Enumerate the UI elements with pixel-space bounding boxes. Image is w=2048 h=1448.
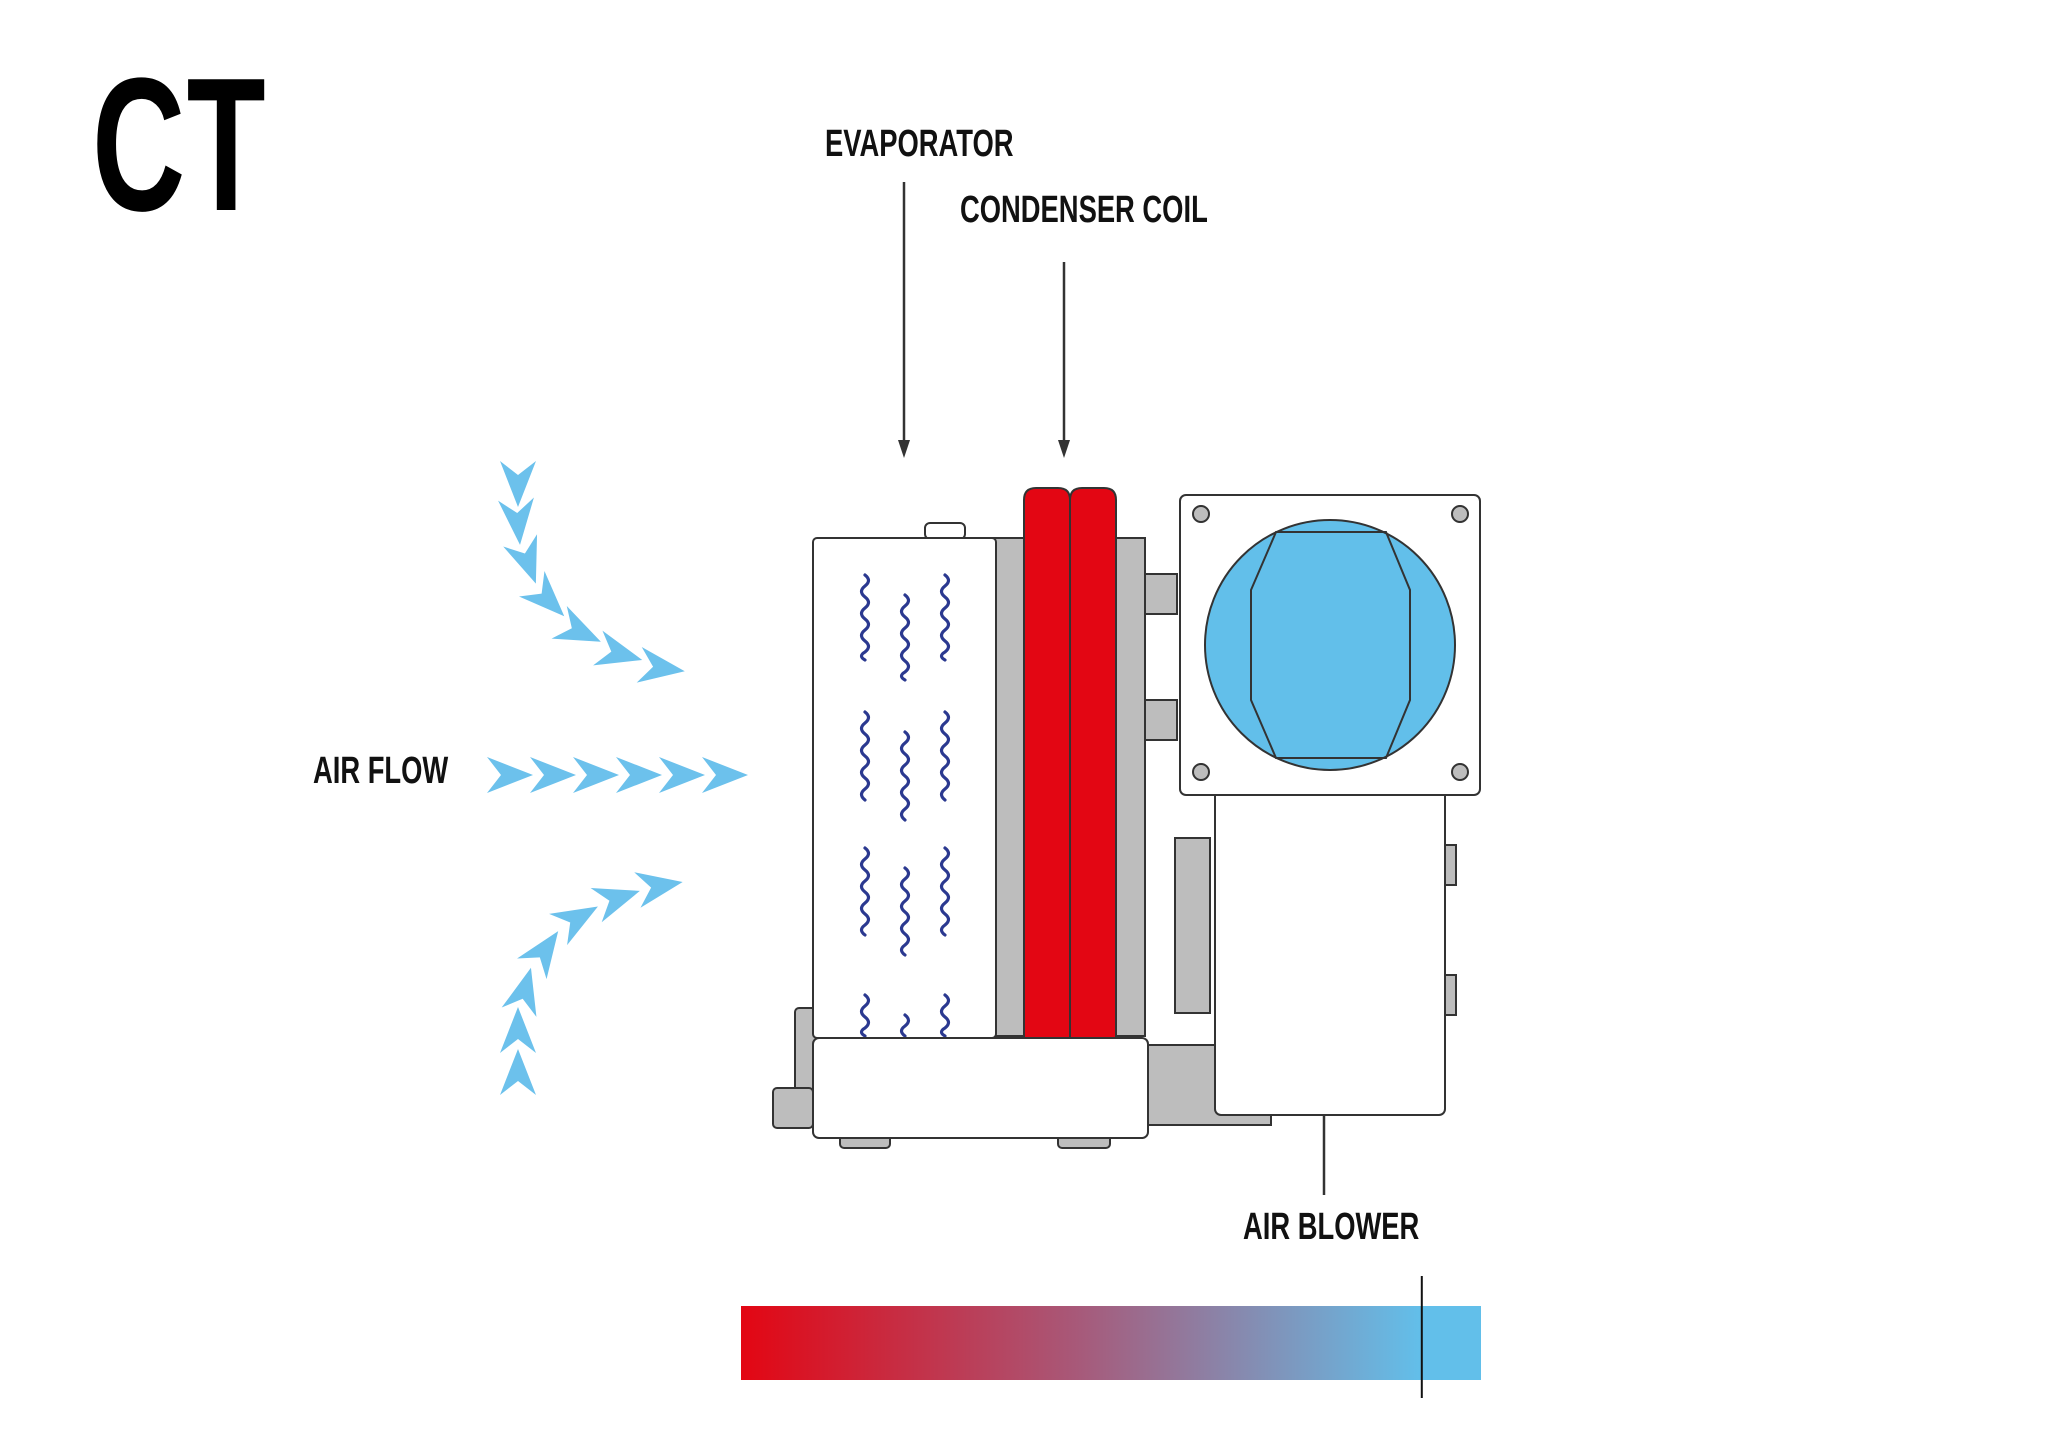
screw (1192, 505, 1210, 523)
temperature-gradient-bar (741, 1306, 1481, 1380)
ct-logo: CT (92, 39, 267, 251)
screw (1451, 763, 1469, 781)
moisture-wave (859, 846, 871, 937)
label-air-flow: AIR FLOW (313, 750, 449, 792)
moisture-wave (859, 710, 871, 802)
moisture-wave (899, 1013, 911, 1038)
air-flow-arrow (551, 605, 601, 642)
air-flow-arrow (487, 757, 533, 793)
air-flow-arrow (573, 757, 619, 793)
moisture-waves (859, 573, 951, 1038)
label-air-blower: AIR BLOWER (1243, 1206, 1420, 1248)
fan-disc (1204, 519, 1456, 771)
moisture-wave (899, 730, 911, 822)
air-flow-arrow (500, 1049, 536, 1095)
screw (1451, 505, 1469, 523)
condenser-coil (1023, 487, 1117, 1041)
air-flow-arrow (530, 757, 576, 793)
air-flow-arrow (593, 630, 643, 666)
air-flow-arrow (500, 461, 536, 507)
moisture-wave (939, 573, 951, 662)
label-condenser-coil: CONDENSER COIL (960, 189, 1208, 231)
moisture-wave (899, 866, 911, 957)
water-tray (812, 1037, 1149, 1139)
moisture-wave (939, 846, 951, 937)
air-flow-arrow (636, 646, 685, 683)
air-flow-arrow (517, 931, 559, 980)
moisture-wave (939, 993, 951, 1038)
fan-blades (1250, 531, 1411, 759)
air-flow-arrows (487, 461, 748, 1095)
air-blower (1179, 494, 1481, 1116)
air-flow-arrow (519, 571, 565, 617)
moisture-wave (939, 710, 951, 802)
screw (1192, 763, 1210, 781)
air-flow-arrow (634, 872, 683, 908)
air-flow-arrow (498, 497, 534, 545)
air-flow-arrow (616, 757, 662, 793)
air-flow-arrow (590, 887, 640, 923)
label-evaporator: EVAPORATOR (825, 123, 1014, 165)
air-flow-arrow (501, 967, 537, 1017)
air-flow-arrow (549, 906, 598, 946)
air-flow-arrow (659, 757, 705, 793)
moisture-wave (859, 573, 871, 662)
evaporator (812, 522, 997, 1039)
air-flow-arrow (503, 534, 538, 584)
moisture-wave (859, 993, 871, 1038)
air-flow-arrow (702, 757, 748, 793)
blower-housing (1214, 789, 1446, 1116)
moisture-wave (899, 593, 911, 682)
air-flow-arrow (500, 1007, 536, 1053)
